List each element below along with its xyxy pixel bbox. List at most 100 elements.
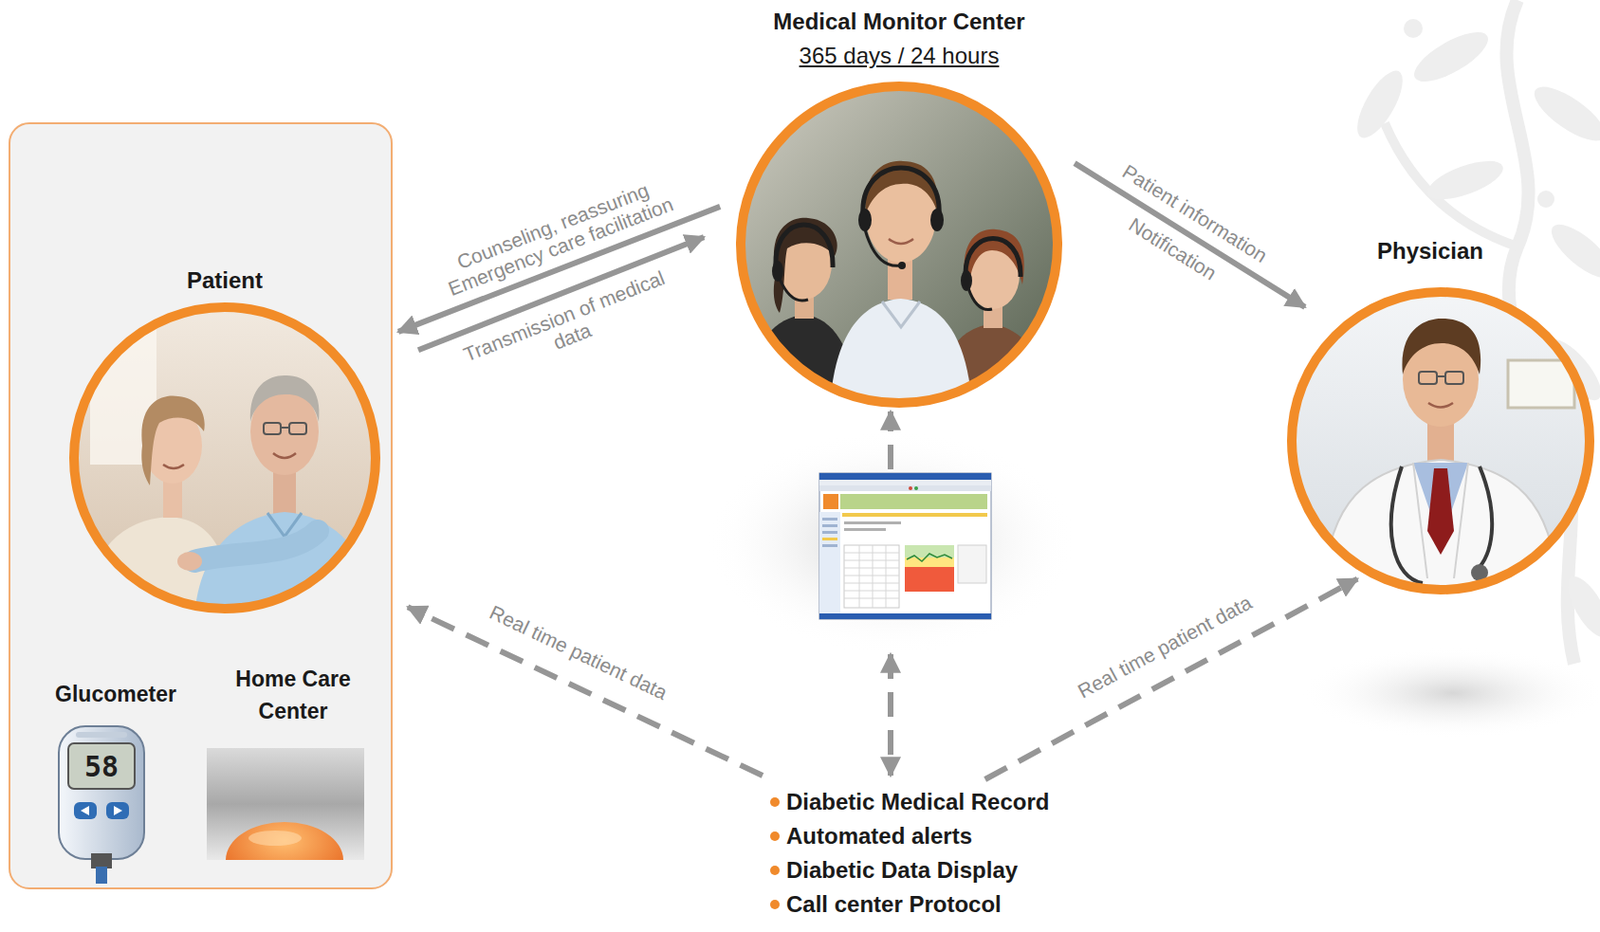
call-center-photo-part <box>968 288 993 311</box>
circle-outline <box>1286 286 1596 596</box>
patient-photo-part <box>289 422 307 435</box>
glucometer-device-part <box>80 806 90 816</box>
glucometer-device <box>58 726 145 884</box>
software-screenshot-part <box>908 486 913 491</box>
glucometer-device-part <box>113 806 123 816</box>
data-link <box>407 606 763 776</box>
call-center-photo-part <box>898 261 906 270</box>
glucometer-device-part <box>58 726 145 860</box>
glucometer-device-part <box>68 743 135 790</box>
patient-photo-part <box>250 375 320 423</box>
physician-photo-part <box>1453 462 1469 579</box>
physician-photo-part <box>1428 403 1453 408</box>
list-item: Diabetic Data Display <box>770 853 1049 888</box>
data-flow-arrows <box>887 411 894 776</box>
call-center-photo-part <box>779 278 809 301</box>
list-item: Automated alerts <box>770 819 1049 854</box>
software-screenshot-part <box>819 613 992 620</box>
software-screenshot-part <box>844 545 900 608</box>
call-center-photo-part <box>863 167 939 217</box>
physician-photo-part <box>1508 360 1575 408</box>
call-center-photo-part <box>965 239 1021 278</box>
glucometer-device-part <box>75 732 128 738</box>
patient-photo-part <box>177 551 203 571</box>
glucometer-device-part <box>95 866 108 884</box>
software-screenshot-part <box>823 494 839 510</box>
physician-circle: Physician <box>1280 235 1600 598</box>
call-center-photo-part <box>930 208 944 232</box>
software-screenshot-part <box>840 494 988 510</box>
call-center-photo-part <box>960 270 973 292</box>
glucometer-device-part <box>106 802 129 820</box>
floral-watermark-part <box>1348 64 1412 145</box>
monitor-center-circle: Medical Monitor Center 365 days / 24 hour… <box>699 5 1099 416</box>
patient-photo-part <box>273 453 296 459</box>
physician-photo-part <box>1479 466 1492 568</box>
software-screenshot-part <box>822 524 838 528</box>
drop-shadows-part <box>1301 647 1600 739</box>
physician-photo-part <box>1445 371 1464 385</box>
home-care-device-part-part <box>225 822 344 861</box>
circle-outline <box>740 86 1058 404</box>
node-subheading: 365 days / 24 hours <box>799 41 1000 71</box>
photo-ring <box>73 307 376 609</box>
circle-outline <box>735 80 1064 409</box>
physician-photo-part <box>1323 459 1559 593</box>
software-screenshot-part <box>819 473 992 620</box>
floral-watermark-part <box>1384 123 1518 247</box>
physician-photo-part <box>1436 375 1446 378</box>
physician-photo-part <box>1401 318 1481 375</box>
edge-label: Real time patient data <box>486 601 671 705</box>
floral-watermark-part <box>1537 190 1555 208</box>
software-screenshot-part <box>914 486 919 491</box>
floral-watermark-part <box>1403 18 1423 38</box>
software-screenshot-part <box>822 517 838 521</box>
list-text: Call center Protocol <box>786 887 1002 922</box>
physician-photo-part <box>1413 462 1428 579</box>
home-care-device-part-part <box>248 830 302 846</box>
software-screenshot-part <box>844 528 886 532</box>
call-center-photo-part <box>775 224 833 268</box>
call-center-photo-part <box>858 208 872 232</box>
physician-photo-part <box>1391 466 1423 584</box>
list-item: Diabetic Medical Record <box>770 785 1049 820</box>
floral-watermark-part <box>1526 77 1600 151</box>
node-heading: Medical Monitor Center <box>772 7 1025 37</box>
bullet-dot <box>770 900 780 910</box>
home-care-device <box>206 748 365 899</box>
floral-watermark-part <box>1544 216 1600 287</box>
circle-outline <box>1286 286 1596 596</box>
patient-photo-part <box>141 396 204 486</box>
list-text: Diabetic Medical Record <box>786 785 1049 820</box>
software-screenshot-part <box>822 531 838 534</box>
software-screenshot-part <box>819 473 992 480</box>
software-screenshot-part <box>819 512 841 614</box>
circle-outline <box>1291 292 1590 590</box>
edge-label: Real time patient data <box>1073 590 1255 702</box>
glucometer-device-part <box>91 853 112 869</box>
node-heading: Glucometer <box>55 679 177 710</box>
software-screenshot-part <box>819 479 992 486</box>
physician-photo-part <box>1427 468 1454 555</box>
call-center-photo-part <box>963 229 1024 285</box>
software-screenshot-part <box>822 537 838 541</box>
device-item: Home Care Center <box>202 662 384 867</box>
bullet-dot <box>770 797 780 808</box>
bullet-dot <box>770 831 780 842</box>
feature-list: Diabetic Medical RecordAutomated alertsD… <box>770 785 1049 922</box>
list-text: Automated alerts <box>786 819 973 854</box>
patient-photo-part <box>280 426 290 429</box>
patient-panel: PatientGlucometerHome Care Center <box>8 122 393 890</box>
patient-photo-part <box>263 422 281 435</box>
patient-photo-part <box>163 464 184 469</box>
edge-label: Patient information Notification <box>1078 144 1288 319</box>
software-screenshot-part <box>844 545 900 608</box>
panel-fill <box>8 122 393 890</box>
display-reading: 58 <box>84 750 119 784</box>
software-screenshot-part <box>844 521 902 525</box>
patient-photo-part <box>194 531 318 562</box>
glucometer-device-part <box>73 802 97 820</box>
